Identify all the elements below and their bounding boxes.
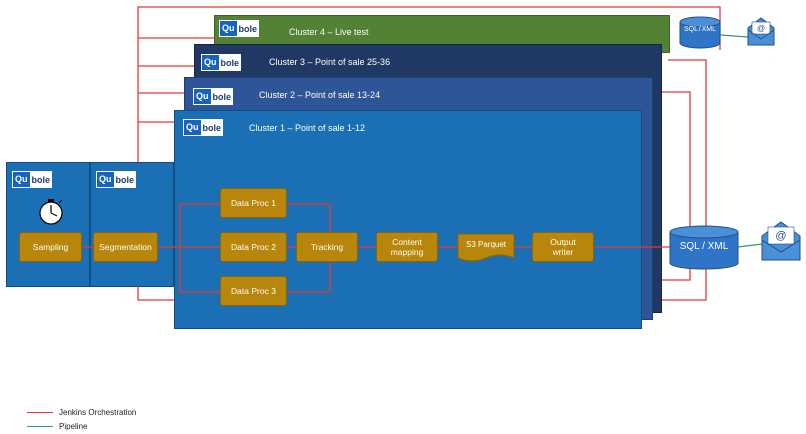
orchestration-line-right-outer xyxy=(650,59,707,301)
legend-jenkins: Jenkins Orchestration xyxy=(27,408,136,417)
data-proc-2-step: Data Proc 2 xyxy=(220,232,287,262)
sql-xml-small-label: SQL / XML xyxy=(684,26,716,33)
s3-parquet-label: S3 Parquet xyxy=(465,240,507,249)
data-proc-1-step: Data Proc 1 xyxy=(220,188,287,218)
orchestration-line-right-inner xyxy=(640,91,691,281)
output-writer-step: Output writer xyxy=(532,232,594,262)
legend-jenkins-label: Jenkins Orchestration xyxy=(59,408,137,417)
legend-pipeline-swatch xyxy=(27,426,53,427)
cluster-3-title: Cluster 3 – Point of sale 25-36 xyxy=(269,57,391,67)
orchestration-line-bottom xyxy=(137,285,174,301)
legend-pipeline-label: Pipeline xyxy=(59,422,88,431)
segmentation-step: Segmentation xyxy=(93,232,158,262)
content-mapping-step: Content mapping xyxy=(376,232,438,262)
data-proc-3-step: Data Proc 3 xyxy=(220,276,287,306)
cluster-4-title: Cluster 4 – Live test xyxy=(289,27,369,37)
sampling-step: Sampling xyxy=(19,232,82,262)
cluster-2-title: Cluster 2 – Point of sale 13-24 xyxy=(259,90,381,100)
legend-jenkins-swatch xyxy=(27,412,53,413)
cluster-1-title: Cluster 1 – Point of sale 1-12 xyxy=(249,123,366,133)
sql-xml-large-label: SQL / XML xyxy=(679,241,729,252)
legend-pipeline: Pipeline xyxy=(27,422,87,431)
tracking-step: Tracking xyxy=(296,232,358,262)
